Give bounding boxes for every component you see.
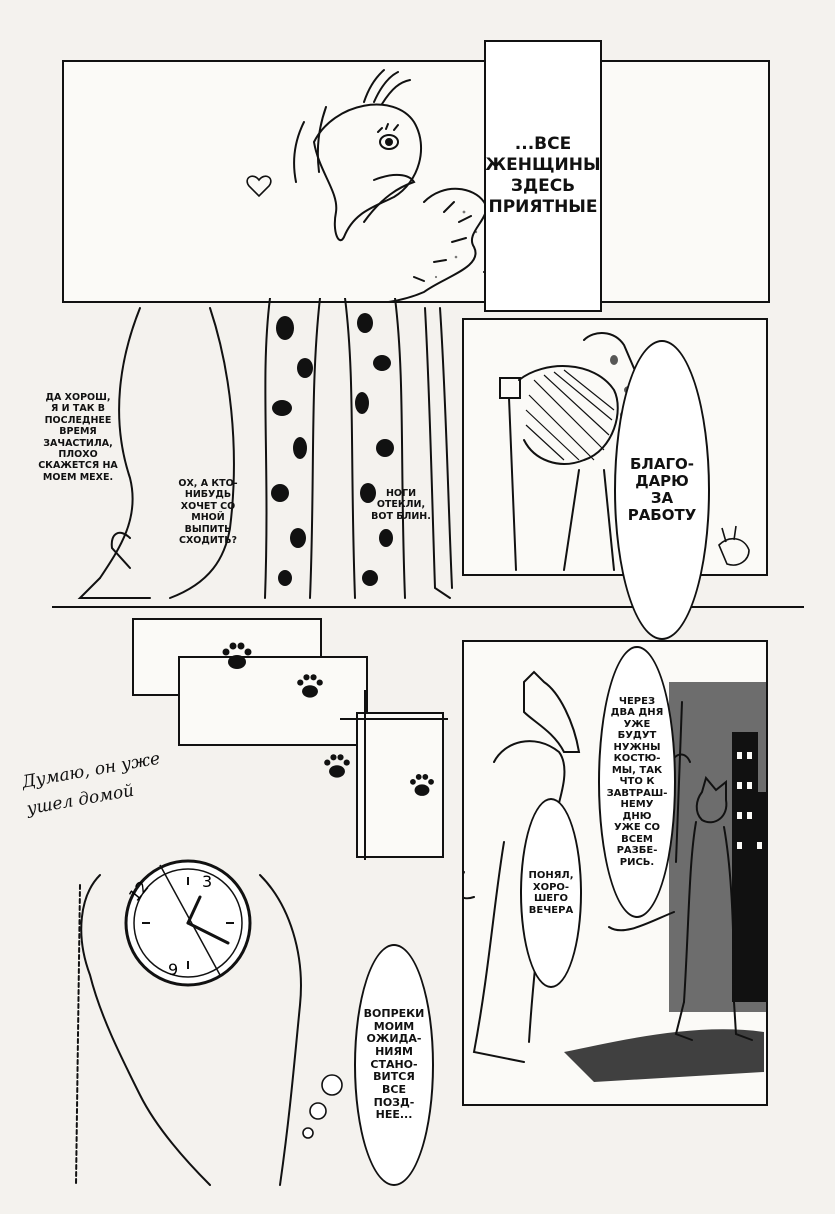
crop-line-vertical: [364, 690, 366, 860]
row-divider: [52, 606, 804, 608]
handwritten-went-home: Думаю, он уже ушел домой: [20, 748, 162, 820]
paw-print-icon: [324, 754, 350, 778]
legs-illustration: [77, 298, 453, 599]
crop-line-horizontal: [340, 718, 448, 720]
bubble-getting-later: ВОПРЕКИ МОИМ ОЖИДА- НИЯМ СТАНО- ВИТСЯ ВС…: [354, 944, 434, 1186]
bubble-good-evening: ПОНЯЛ, ХОРО- ШЕГО ВЕЧЕРА: [520, 798, 582, 988]
paw-print-icon: [222, 642, 252, 669]
dialogue-drink-invite: ОХ, А КТО- НИБУДЬ ХОЧЕТ СО МНОЙ ВЫПИТЬ С…: [178, 478, 238, 546]
dialogue-fur-complaint: ДА ХОРОШ, Я И ТАК В ПОСЛЕДНЕЕ ВРЕМЯ ЗАЧА…: [38, 392, 118, 483]
panel-paw-2: [178, 656, 368, 746]
heart-icon: [246, 175, 272, 198]
paw-print-icon: [297, 674, 323, 698]
paw-print-icon: [410, 774, 434, 796]
bird-woman-illustration: [246, 69, 585, 301]
dialogue-swollen-legs: НОГИ ОТЕКЛИ, ВОТ БЛИН.: [371, 488, 431, 522]
wolf-cat-illustration: [464, 670, 766, 1082]
panel-bird-woman: [62, 60, 770, 303]
pocket-watch-illustration: 12 3 9: [75, 859, 343, 1186]
clock-numeral-9: 9: [168, 960, 178, 979]
bubble-costumes-notice: ЧЕРЕЗ ДВА ДНЯ УЖЕ БУДУТ НУЖНЫ КОСТЮ- МЫ,…: [598, 646, 676, 918]
panel-paw-3: [356, 712, 444, 858]
caption-women-nice: ...ВСЕ ЖЕНЩИНЫ ЗДЕСЬ ПРИЯТНЫЕ: [484, 40, 602, 312]
bubble-thanks-work: БЛАГО- ДАРЮ ЗА РАБОТУ: [614, 340, 710, 640]
clock-numeral-3: 3: [202, 872, 212, 891]
